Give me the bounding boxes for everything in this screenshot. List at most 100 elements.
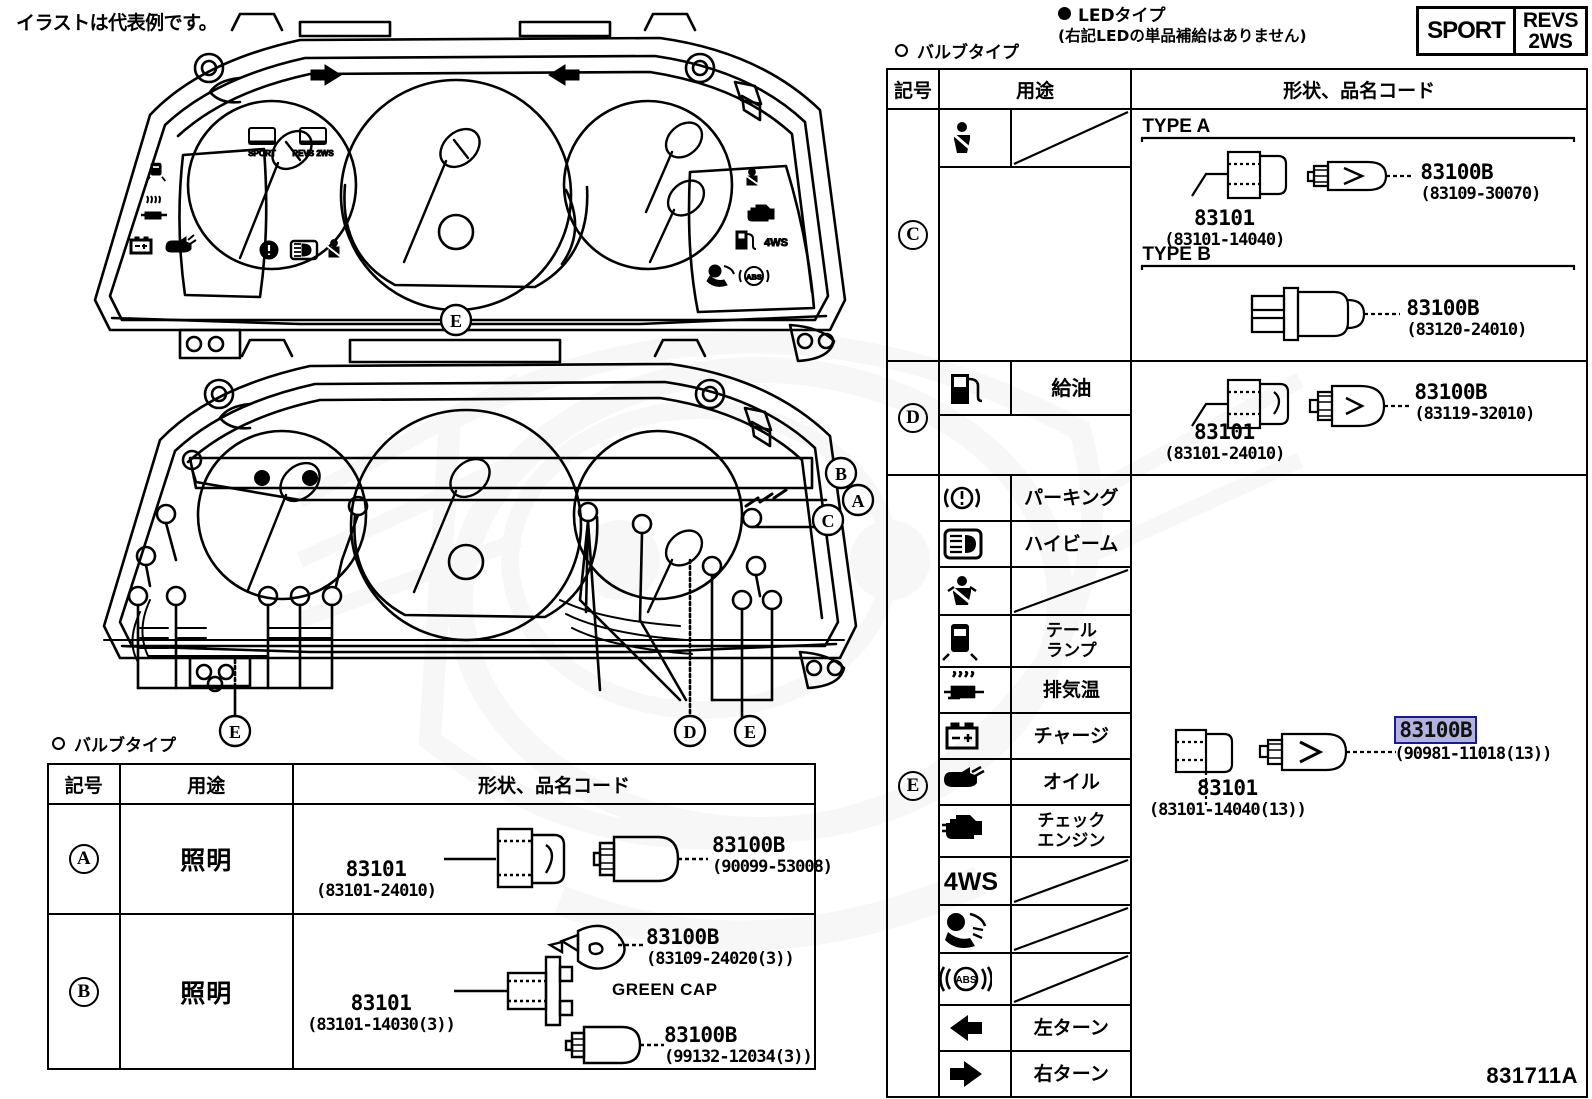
airbag-icon xyxy=(945,912,987,948)
svg-text:4WS: 4WS xyxy=(764,237,788,249)
row-use-cell: 照明 xyxy=(118,803,294,915)
open-circle-icon xyxy=(52,737,65,750)
socket-part-number: 83101 xyxy=(350,991,412,1015)
use-cell: 右ターン xyxy=(1010,1050,1133,1098)
socket-part-code: (83101-24010) xyxy=(315,881,437,901)
tail-lamp-icon xyxy=(942,624,978,661)
use-cell-blank xyxy=(1010,108,1133,168)
symbol-cell xyxy=(937,360,1013,416)
header-code: 記号 xyxy=(47,763,121,805)
badge-revs: REVS 2WS xyxy=(1516,9,1585,53)
bulb-part-number: 83100B xyxy=(711,833,785,857)
svg-text:B: B xyxy=(835,464,847,484)
callout-B: B xyxy=(824,456,858,490)
diagonal-slash xyxy=(1013,906,1129,952)
bulb-part-code: (99132-12034(3)) xyxy=(663,1047,813,1067)
symbol-cell xyxy=(937,804,1013,858)
use-label: 左ターン xyxy=(1033,1016,1109,1039)
arrow-left-icon xyxy=(310,64,342,86)
bulb-type-table-left: 記号 用途 形状、品名コード A 照明 xyxy=(47,763,833,1070)
use-label: オイル xyxy=(1042,770,1100,793)
row-code-cell: E xyxy=(886,474,940,1098)
socket-part-number: 83101 xyxy=(1193,420,1255,444)
svg-text:ABS: ABS xyxy=(746,273,762,282)
use-cell: 給油 xyxy=(1010,360,1133,416)
table-header-row: 記号 用途 形状、品名コード xyxy=(886,68,1588,110)
symbol-cell xyxy=(937,474,1013,522)
part-shape-drawing xyxy=(1141,136,1576,342)
bulb-part-number: 83100B xyxy=(663,1023,737,1047)
svg-text:E: E xyxy=(744,722,756,742)
table-row: D 給油 xyxy=(886,360,1588,476)
diagonal-slash xyxy=(1013,954,1129,1004)
table-row: チェック エンジン xyxy=(887,804,1587,858)
callout-A: A xyxy=(841,483,875,517)
green-cap-note: GREEN CAP xyxy=(611,980,718,999)
table-row: 4WS xyxy=(887,856,1587,906)
exhaust-temp-icon xyxy=(944,671,984,700)
check-engine-icon xyxy=(942,815,982,839)
bulb-part-number-highlighted[interactable]: 83100B xyxy=(1394,716,1478,744)
illustration-note: イラストは代表例です。 xyxy=(16,12,218,34)
use-cell: 左ターン xyxy=(1010,1004,1133,1052)
header-shape: 形状、品名コード xyxy=(291,763,817,805)
use-label: チェック エンジン xyxy=(1037,811,1106,851)
diagonal-slash xyxy=(1013,110,1129,166)
svg-text:A: A xyxy=(852,491,865,511)
code-badge-A: A xyxy=(68,844,99,874)
charge-battery-icon xyxy=(945,722,979,750)
abs-icon: ABS xyxy=(940,966,992,992)
oil-can-icon xyxy=(944,766,985,787)
svg-text:E: E xyxy=(450,311,462,331)
blank-cell xyxy=(937,166,1133,362)
svg-text:D: D xyxy=(684,722,697,742)
code-badge-C: C xyxy=(898,220,928,250)
svg-text:4WS: 4WS xyxy=(944,868,998,896)
socket-part-number: 83101 xyxy=(1196,776,1258,800)
code-badge-B: B xyxy=(68,976,99,1007)
row-code-cell: A xyxy=(47,803,121,915)
use-label: 排気温 xyxy=(1042,678,1100,701)
filled-circle-icon xyxy=(1058,7,1071,20)
diagonal-slash xyxy=(1013,568,1129,614)
bulb-part-code: (83119-32010) xyxy=(1414,404,1535,424)
model-badges: SPORT REVS 2WS xyxy=(1416,6,1588,56)
bulb-part-number: 83100B xyxy=(1406,296,1480,320)
use-label: 照明 xyxy=(180,978,233,1008)
row-shape-cell: 83101 (83101-24010) 83100B (90099-53008) xyxy=(291,803,833,915)
table-row: ABS xyxy=(887,952,1587,1006)
row-shape-cell: 83101 (83101-14040(13)) 83100B (90981-11… xyxy=(1130,474,1588,1098)
bulb-type-label-right: バルブタイプ xyxy=(917,43,1019,63)
use-label: 給油 xyxy=(1051,375,1092,400)
badge-revs-line1: REVS xyxy=(1522,9,1579,32)
socket-part-number: 83101 xyxy=(345,857,407,881)
badge-sport: SPORT xyxy=(1419,9,1516,53)
bulb-part-number: 83100B xyxy=(1420,160,1494,184)
use-cell: 排気温 xyxy=(1010,666,1133,714)
socket-part-code: (83101-14040) xyxy=(1164,230,1285,250)
bulb-type-legend-left: バルブタイプ xyxy=(52,731,176,756)
code-badge-D: D xyxy=(898,403,928,433)
use-label: 右ターン xyxy=(1033,1062,1109,1085)
bulb-part-number: 83100B xyxy=(645,925,719,949)
symbol-cell xyxy=(937,520,1013,568)
symbol-cell xyxy=(937,712,1013,760)
bulb-type-legend-right: バルブタイプ xyxy=(895,38,1019,63)
use-cell-blank xyxy=(1010,904,1133,954)
table-row: 右ターン xyxy=(887,1050,1587,1098)
callout-E-lower-right: E xyxy=(733,714,767,748)
symbol-cell xyxy=(937,904,1013,954)
symbol-cell xyxy=(937,1050,1013,1098)
header-use: 用途 xyxy=(118,763,294,805)
fuel-pump-icon xyxy=(951,373,983,404)
part-shape-drawing xyxy=(1175,728,1397,806)
use-cell-blank xyxy=(1010,856,1133,906)
table-row xyxy=(887,566,1587,616)
bulb-part-code: (83109-30070) xyxy=(1420,184,1541,204)
bulb-part-number: 83100B xyxy=(1414,380,1488,404)
symbol-cell xyxy=(937,666,1013,714)
row-shape-cell: TYPE A TYPE B xyxy=(1130,108,1588,362)
blank-cell xyxy=(937,413,1133,477)
table-row: 左ターン xyxy=(887,1004,1587,1052)
